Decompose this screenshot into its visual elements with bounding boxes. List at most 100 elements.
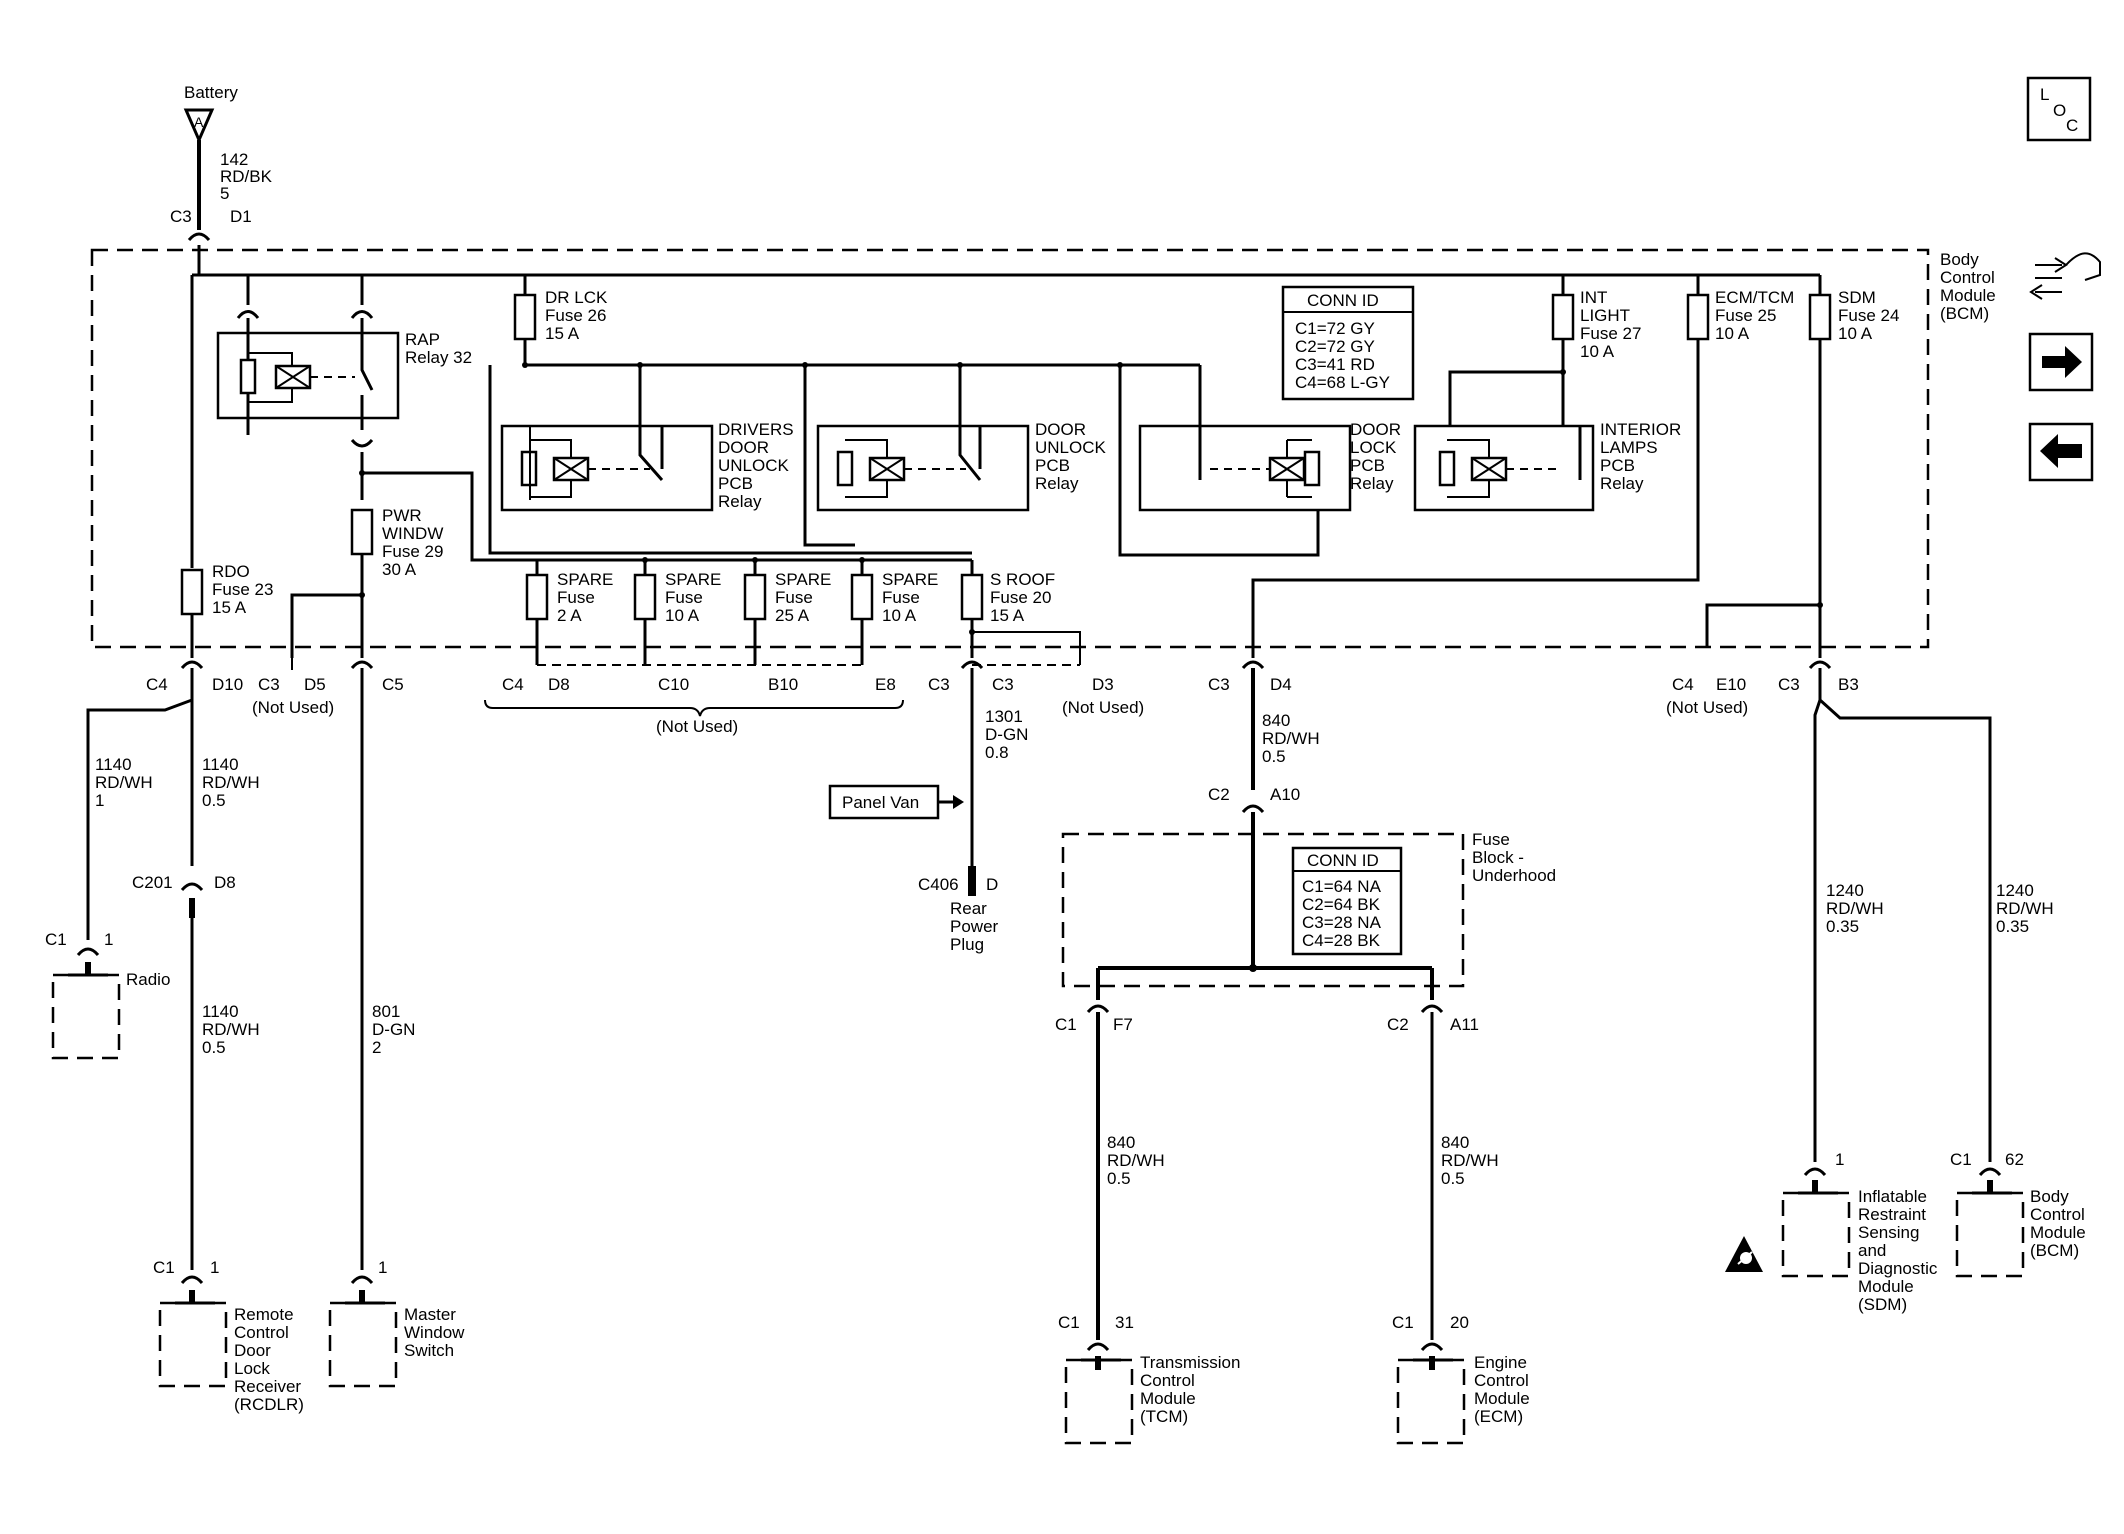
svg-text:DOOR: DOOR — [1350, 420, 1401, 439]
svg-text:C3=41 RD: C3=41 RD — [1295, 355, 1375, 374]
svg-text:C4: C4 — [146, 675, 168, 694]
svg-text:1140: 1140 — [202, 1002, 239, 1021]
svg-text:UNLOCK: UNLOCK — [718, 456, 790, 475]
svg-text:DOOR: DOOR — [1035, 420, 1086, 439]
fuse-spare-1: SPARE Fuse 2 A — [525, 560, 613, 665]
svg-text:D-GN: D-GN — [985, 725, 1028, 744]
ecm-component: C1 20 Engine Control Module (ECM) — [1392, 1313, 1530, 1445]
not-used-e10: (Not Used) — [1666, 698, 1748, 717]
svg-text:RD/WH: RD/WH — [95, 773, 153, 792]
conn-id-table-bcm: CONN ID C1=72 GY C2=72 GY C3=41 RD C4=68… — [1281, 285, 1415, 401]
svg-text:RD/WH: RD/WH — [202, 1020, 260, 1039]
svg-text:PCB: PCB — [718, 474, 753, 493]
svg-text:D: D — [986, 875, 998, 894]
not-used-d5: (Not Used) — [252, 698, 334, 717]
svg-text:RDO: RDO — [212, 562, 250, 581]
svg-text:Window: Window — [404, 1323, 465, 1342]
battery-symbol: Battery A 142 RD/BK 5 C3 D1 — [170, 83, 273, 242]
loc-l: L — [2040, 85, 2049, 104]
svg-text:Module: Module — [1858, 1277, 1914, 1296]
svg-text:Relay: Relay — [718, 492, 762, 511]
wire-801: 801 D-GN 2 — [372, 1002, 415, 1057]
battery-terminal: A — [194, 114, 204, 130]
loc-c: C — [2066, 116, 2078, 135]
svg-text:SDM: SDM — [1838, 288, 1876, 307]
svg-text:Lock: Lock — [234, 1359, 270, 1378]
svg-text:INT: INT — [1580, 288, 1607, 307]
svg-text:PWR: PWR — [382, 506, 422, 525]
svg-text:10 A: 10 A — [665, 606, 700, 625]
svg-text:Body: Body — [1940, 250, 1979, 269]
svg-text:30 A: 30 A — [382, 560, 417, 579]
svg-text:(TCM): (TCM) — [1140, 1407, 1188, 1426]
wire-840-top: 840 RD/WH 0.5 — [1262, 711, 1320, 766]
svg-text:Master: Master — [404, 1305, 456, 1324]
svg-text:840: 840 — [1441, 1133, 1469, 1152]
svg-text:LIGHT: LIGHT — [1580, 306, 1630, 325]
svg-text:31: 31 — [1115, 1313, 1134, 1332]
radio-component: C1 1 Radio — [45, 930, 170, 1060]
rcdlr-component: C1 1 Remote Control Door Lock Receiver (… — [153, 1258, 304, 1414]
svg-text:Module: Module — [2030, 1223, 2086, 1242]
svg-text:Control: Control — [1474, 1371, 1529, 1390]
svg-text:Radio: Radio — [126, 970, 170, 989]
drivers-door-unlock-relay: DRIVERS DOOR UNLOCK PCB Relay — [488, 365, 972, 555]
svg-text:Control: Control — [1940, 268, 1995, 287]
battery-gauge: 5 — [220, 184, 229, 203]
svg-text:D8: D8 — [548, 675, 570, 694]
svg-text:CONN ID: CONN ID — [1307, 291, 1379, 310]
svg-text:1240: 1240 — [1826, 881, 1864, 900]
not-used-spare: (Not Used) — [656, 717, 738, 736]
svg-text:0.5: 0.5 — [202, 1038, 226, 1057]
svg-text:A11: A11 — [1450, 1015, 1479, 1034]
fuse-sdm: SDM Fuse 24 10 A — [1808, 288, 1899, 343]
svg-text:62: 62 — [2005, 1150, 2024, 1169]
loc-button[interactable]: L O C — [2026, 76, 2092, 142]
svg-text:E8: E8 — [875, 675, 896, 694]
svg-text:C4=68 L-GY: C4=68 L-GY — [1295, 373, 1390, 392]
panel-van-button[interactable]: Panel Van — [828, 784, 964, 820]
prev-page-button[interactable] — [2028, 422, 2094, 482]
svg-text:F7: F7 — [1113, 1015, 1133, 1034]
svg-text:C1: C1 — [1950, 1150, 1972, 1169]
fuse-ecm-tcm: ECM/TCM Fuse 25 10 A — [1686, 288, 1794, 343]
svg-text:Body: Body — [2030, 1187, 2069, 1206]
sdm-component: 1 Inflatable Restraint Sensing and Diagn… — [1781, 1150, 1938, 1314]
svg-text:Fuse 26: Fuse 26 — [545, 306, 606, 325]
svg-text:INTERIOR: INTERIOR — [1600, 420, 1681, 439]
svg-text:0.5: 0.5 — [1107, 1169, 1131, 1188]
svg-text:10 A: 10 A — [882, 606, 917, 625]
svg-text:Restraint: Restraint — [1858, 1205, 1926, 1224]
svg-text:C1: C1 — [153, 1258, 175, 1277]
svg-text:C2=72 GY: C2=72 GY — [1295, 337, 1375, 356]
next-page-button[interactable] — [2028, 332, 2094, 392]
battery-circuit: 142 — [220, 150, 248, 169]
svg-text:SPARE: SPARE — [882, 570, 938, 589]
battery-color: RD/BK — [220, 167, 273, 186]
svg-text:and: and — [1858, 1241, 1886, 1260]
connector-c2-a11: C2 A11 — [1387, 1004, 1479, 1034]
svg-text:840: 840 — [1107, 1133, 1135, 1152]
svg-text:1240: 1240 — [1996, 881, 2034, 900]
svg-text:LOCK: LOCK — [1350, 438, 1397, 457]
svg-text:PCB: PCB — [1035, 456, 1070, 475]
svg-text:A10: A10 — [1270, 785, 1300, 804]
svg-text:Inflatable: Inflatable — [1858, 1187, 1927, 1206]
svg-text:25 A: 25 A — [775, 606, 810, 625]
svg-text:Module: Module — [1474, 1389, 1530, 1408]
bcm-title: Body Control Module (BCM) — [1940, 250, 1996, 323]
svg-text:1: 1 — [210, 1258, 219, 1277]
svg-text:(RCDLR): (RCDLR) — [234, 1395, 304, 1414]
svg-text:RD/WH: RD/WH — [1826, 899, 1884, 918]
svg-text:C2: C2 — [1208, 785, 1230, 804]
flow-icon[interactable] — [2029, 252, 2101, 300]
svg-text:B3: B3 — [1838, 675, 1859, 694]
svg-text:DOOR: DOOR — [718, 438, 769, 457]
svg-text:PCB: PCB — [1600, 456, 1635, 475]
rear-power-plug: C406 D Rear Power Plug — [918, 866, 999, 954]
svg-text:Fuse: Fuse — [775, 588, 813, 607]
svg-text:Receiver: Receiver — [234, 1377, 301, 1396]
svg-text:Fuse 25: Fuse 25 — [1715, 306, 1776, 325]
svg-text:Control: Control — [1140, 1371, 1195, 1390]
svg-text:1: 1 — [1835, 1150, 1844, 1169]
